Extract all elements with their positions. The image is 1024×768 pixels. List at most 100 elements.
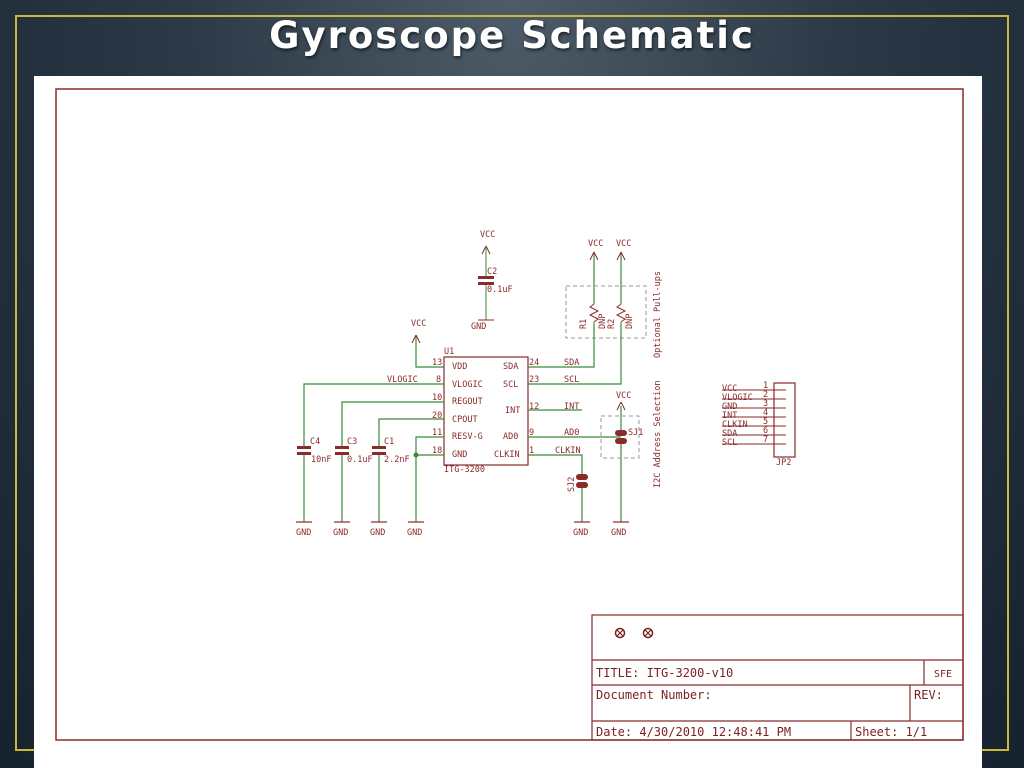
header-pin-number: 4: [763, 408, 768, 418]
pin-name: AD0: [503, 432, 518, 442]
resistor-ref: R1: [579, 319, 589, 329]
cap-ref: C2: [487, 267, 497, 277]
header-pin-name: INT: [722, 411, 737, 421]
pin-name: RESV-G: [452, 432, 483, 442]
pin-number: 13: [432, 358, 442, 368]
title-block: [591, 614, 964, 741]
solder-jumper-icon: [576, 474, 588, 480]
pullups-annotation: Optional Pull-ups: [653, 271, 663, 358]
vcc-label: VCC: [616, 239, 631, 249]
pin-name: CPOUT: [452, 415, 478, 425]
pin-number: 23: [529, 375, 539, 385]
ic-ref: U1: [444, 347, 454, 357]
cap-plate: [372, 446, 386, 449]
solder-jumper-icon: [576, 482, 588, 488]
net-label: AD0: [564, 428, 579, 438]
address-annotation: I2C Address Selection: [653, 381, 663, 488]
header-pin-number: 3: [763, 399, 768, 409]
gnd-label: GND: [296, 528, 311, 538]
pullup-box: [565, 285, 647, 339]
mounting-hole-icon: [642, 627, 654, 639]
cap-value: 0.1uF: [487, 285, 513, 295]
cap-plate: [478, 282, 494, 285]
mounting-hole-icon: [614, 627, 626, 639]
ic-part: ITG-3200: [444, 465, 485, 475]
pin-name: GND: [452, 450, 467, 460]
schematic-panel: VCC GND C2 0.1uF U1 ITG-3200 VDD VLOGIC …: [34, 76, 982, 768]
resistor-icon: [588, 303, 600, 323]
pin-name: SDA: [503, 362, 518, 372]
header-ref: JP2: [776, 458, 791, 468]
cap-plate: [335, 446, 349, 449]
resistor-ref: R2: [607, 319, 617, 329]
header-pin-name: SDA: [722, 429, 737, 439]
pin-number: 24: [529, 358, 539, 368]
cap-plate: [372, 452, 386, 455]
resistor-value: DNP: [625, 314, 635, 329]
resistor-value: DNP: [598, 314, 608, 329]
pin-number: 18: [432, 446, 442, 456]
cap-plate: [335, 452, 349, 455]
vcc-label: VCC: [588, 239, 603, 249]
vcc-label: VCC: [616, 391, 631, 401]
resistor-icon: [615, 303, 627, 323]
pin-name: SCL: [503, 380, 518, 390]
pin-name: VLOGIC: [452, 380, 483, 390]
c2-circuit: VCC GND C2 0.1uF: [471, 230, 513, 332]
gnd-label: GND: [370, 528, 385, 538]
title-block-company: SFE: [934, 669, 952, 680]
header-pin-name: VCC: [722, 384, 737, 394]
ic-body: [443, 356, 529, 466]
schematic-drawing: VCC GND C2 0.1uF U1 ITG-3200 VDD VLOGIC …: [55, 88, 964, 741]
header-body: [773, 382, 796, 458]
pin-name: REGOUT: [452, 397, 483, 407]
title-block-title: TITLE: ITG-3200-v10: [596, 666, 733, 680]
ic-u1: U1 ITG-3200 VDD VLOGIC REGOUT CPOUT RESV…: [432, 347, 539, 475]
header-pin-number: 6: [763, 426, 768, 436]
header-pin-number: 2: [763, 390, 768, 400]
header-pin-name: GND: [722, 402, 737, 412]
net-label: SCL: [564, 375, 579, 385]
cap-value: 10nF: [311, 455, 331, 465]
cap-ref: C4: [310, 437, 320, 447]
solder-jumper-icon: [615, 430, 627, 436]
cap-plate: [297, 452, 311, 455]
pin-number: 11: [432, 428, 442, 438]
vcc-arrow-icon: [481, 245, 491, 255]
header-pin-number: 7: [763, 435, 768, 445]
pin-number: 10: [432, 393, 442, 403]
mounting-hole-icon: [644, 629, 652, 637]
title-block-date: Date: 4/30/2010 12:48:41 PM: [596, 725, 791, 739]
jumper-ref: SJ1: [628, 428, 643, 438]
pullup-block: VCC VCC R1 DNP R2 DNP Optional Pull-ups: [565, 239, 663, 384]
title-block-doc-number: Document Number:: [596, 688, 712, 702]
gnd-label: GND: [471, 322, 486, 332]
pin-number: 8: [436, 375, 441, 385]
mounting-hole-icon: [616, 629, 624, 637]
gnd-label: GND: [573, 528, 588, 538]
pin-name: VDD: [452, 362, 467, 372]
vcc-arrow-icon: [589, 251, 599, 261]
header-jp2: VCC VLOGIC GND INT CLKIN SDA SCL 1 2 3 4…: [722, 381, 796, 468]
header-pin-name: SCL: [722, 438, 737, 448]
pin-number: 1: [529, 446, 534, 456]
logo-marks: [614, 627, 654, 639]
vcc-label: VCC: [411, 319, 426, 329]
pin-name: INT: [505, 406, 520, 416]
cap-ref: C3: [347, 437, 357, 447]
address-block: VCC SJ1 SJ2 I2C Address Selection: [567, 381, 663, 492]
cap-value: 2.2nF: [384, 455, 410, 465]
net-label: CLKIN: [555, 446, 581, 456]
pin-number: 20: [432, 411, 442, 421]
pin-number: 12: [529, 402, 539, 412]
net-label: VLOGIC: [387, 375, 418, 385]
cap-plate: [297, 446, 311, 449]
cap-plate: [478, 276, 494, 279]
gnd-label: GND: [611, 528, 626, 538]
cap-row: C4 10nF C3 0.1uF C1 2.2nF: [297, 437, 410, 465]
junction-dot: [413, 452, 419, 458]
header-pin-number: 1: [763, 381, 768, 391]
header-pin-name: CLKIN: [722, 420, 748, 430]
vcc-arrow-icon: [616, 401, 626, 411]
pin-number: 9: [529, 428, 534, 438]
